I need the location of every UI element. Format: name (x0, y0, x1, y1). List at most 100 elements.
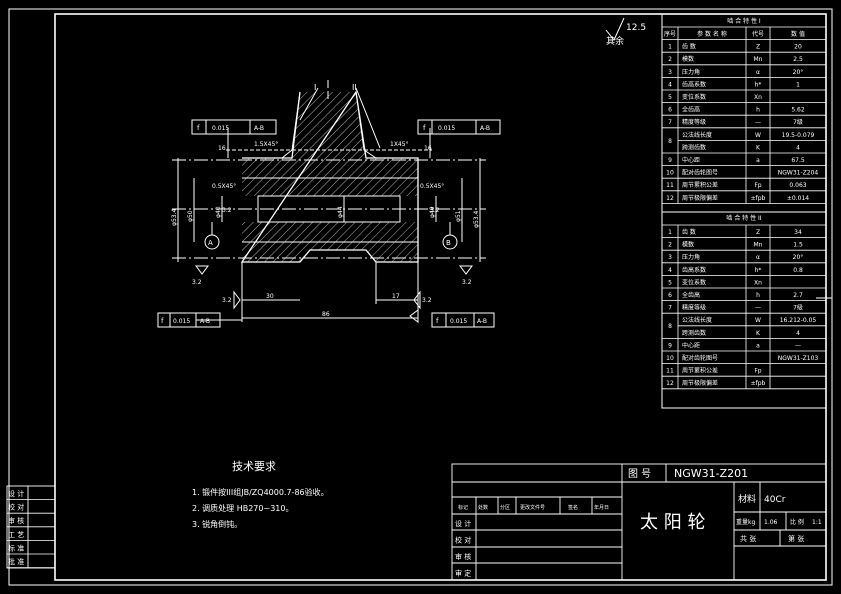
datum-a-label: A (208, 239, 213, 247)
param-row-value: 5.62 (791, 107, 805, 114)
weight-value: 1.06 (764, 519, 778, 526)
roughness-value: 12.5 (626, 23, 646, 33)
param-row-symbol: — (755, 119, 761, 126)
param-row-name: 齿 数 (682, 228, 696, 236)
param-row-symbol: h (756, 292, 760, 299)
stamp-row-label: 设 计 (8, 489, 24, 498)
param-row-symbol: Z (756, 44, 760, 51)
tolerance-frame-bottom-left: f 0.015 A-B (157, 312, 221, 328)
tol-frame-br-sym: f (436, 317, 439, 325)
param-row-name: 齿 数 (682, 43, 696, 51)
dim-chamfer-mid-left: 0.5X45° (212, 183, 236, 190)
stamp-row-label: 校 对 (8, 503, 24, 512)
outer-border (8, 8, 833, 586)
drawing-no-label: 图 号 (628, 468, 651, 480)
param-row-symbol: h (756, 107, 760, 114)
param-row-symbol: ±fpb (751, 195, 766, 202)
param-row-no: 8 (668, 323, 672, 330)
param-row-value: 67.5 (791, 157, 805, 164)
tech-req-item-2: 2. 调质处理 HB270~310。 (192, 503, 293, 513)
param-row-value: 2.5 (793, 56, 803, 63)
param-row-no: 5 (668, 94, 672, 101)
param-header-cell: 数 值 (791, 30, 805, 38)
revision-header-cell: 标记 (458, 504, 468, 511)
sheet-no: 第 张 (788, 534, 804, 543)
tech-req-item-3: 3. 锐角倒钝。 (192, 519, 242, 529)
revision-header-cell: 签名 (568, 504, 578, 511)
param-row-symbol: α (756, 69, 760, 76)
param-row-no: 12 (666, 195, 674, 202)
param-row-no: 11 (666, 368, 674, 375)
param-row-value: 20° (793, 69, 804, 76)
sign-rows: 设 计校 对审 核审 定 (455, 519, 471, 578)
tol-frame-right-val: 0.015 (438, 125, 455, 132)
sign-row-label: 审 核 (455, 552, 471, 561)
revision-headers: 标记处数分区更改文件号签名年月日 (458, 504, 609, 511)
param-row-no: 9 (668, 157, 672, 164)
tech-req-item-1: 1. 锻件按III组JB/ZQ4000.7-86验收。 (192, 487, 329, 497)
param-header-cell: 序号 (664, 30, 676, 38)
param-row-name: 周节累积公差 (682, 367, 718, 375)
tech-req-title: 技术要求 (232, 460, 276, 473)
param-row-name: 齿高系数 (682, 266, 706, 274)
param-row-symbol: Xn (754, 279, 762, 286)
param-row-no: 6 (668, 107, 672, 114)
dim-len-86: 86 (322, 311, 330, 318)
param-table-1-title: 啮 合 特 性 I (727, 17, 761, 25)
param-row-symbol: Fp (754, 182, 761, 189)
param-row-name: 中心距 (682, 156, 700, 164)
section-label-i: I (314, 83, 316, 92)
dimension-labels: 1.5X45° 1X45° 0.5X45° 0.5X45° 16 16 3.2 … (171, 141, 480, 318)
tol-frame-left-ref: A-B (254, 125, 264, 132)
part-section-view (172, 17, 625, 323)
tol-frame-left-val: 0.015 (212, 125, 229, 132)
dim-dia-left-outer: φ53.4 (171, 209, 178, 227)
param-row-name: 周节极限偏差 (682, 194, 718, 202)
param-row-symbol: Z (756, 229, 760, 236)
tol-frame-bl-val: 0.015 (173, 318, 190, 325)
param-row-no: 1 (668, 44, 672, 51)
param-row-value: 4 (796, 144, 800, 151)
param-row-symbol: a (756, 342, 760, 349)
param-row-value: 4 (796, 330, 800, 337)
param-row-value: 1 (796, 81, 800, 88)
param-header-cell: 代号 (752, 30, 764, 38)
param-row-name: 模数 (682, 241, 694, 249)
dim-rough-16-left: 16 (218, 145, 226, 152)
tolerance-frame-right: f 0.015 A-B (417, 119, 501, 135)
dim-rough-32-c: 3.2 (192, 279, 202, 286)
param-row-no: 12 (666, 380, 674, 387)
title-block (451, 463, 827, 581)
param-row-symbol: Mn (754, 56, 763, 63)
inner-border (54, 13, 827, 581)
param-row-no: 2 (668, 56, 672, 63)
dim-dia-right-51: φ51 (455, 210, 462, 222)
param-row-name: 模数 (682, 55, 694, 63)
param-row-name: 全齿高 (682, 106, 700, 114)
dim-rough-32-d: 3.2 (462, 279, 472, 286)
param-header-cell: 参 数 名 称 (697, 30, 727, 38)
param-row-no: 7 (668, 305, 672, 312)
param-row-name: 跨测齿数 (682, 143, 706, 151)
param-row-no: 4 (668, 81, 672, 88)
param-row-name: 压力角 (682, 68, 700, 76)
param-row-value: ±0.014 (787, 195, 809, 202)
param-row-name: 周节累积公差 (682, 181, 718, 189)
param-row-no: 6 (668, 292, 672, 299)
weight-label: 重量kg (736, 518, 755, 526)
param-row-name: 齿高系数 (682, 80, 706, 88)
param-row-name: 中心距 (682, 341, 700, 349)
material-label: 材料 (738, 493, 756, 505)
dim-rough-32-f: 3.2 (422, 297, 432, 304)
param-row-symbol: — (755, 305, 761, 312)
tol-frame-bl-ref: A-B (200, 318, 210, 325)
param-row-value: NGW31-Z103 (778, 355, 819, 362)
param-row-symbol: Mn (754, 242, 763, 249)
dim-dia-center: φ44 (337, 206, 344, 218)
scale-label: 比 例 (790, 518, 804, 526)
param-row-no: 11 (666, 182, 674, 189)
dim-rough-32-a: 3.2 (222, 207, 232, 214)
dim-rough-32-e: 3.2 (222, 297, 232, 304)
dim-dia-right-outer: φ53.4 (473, 211, 480, 229)
